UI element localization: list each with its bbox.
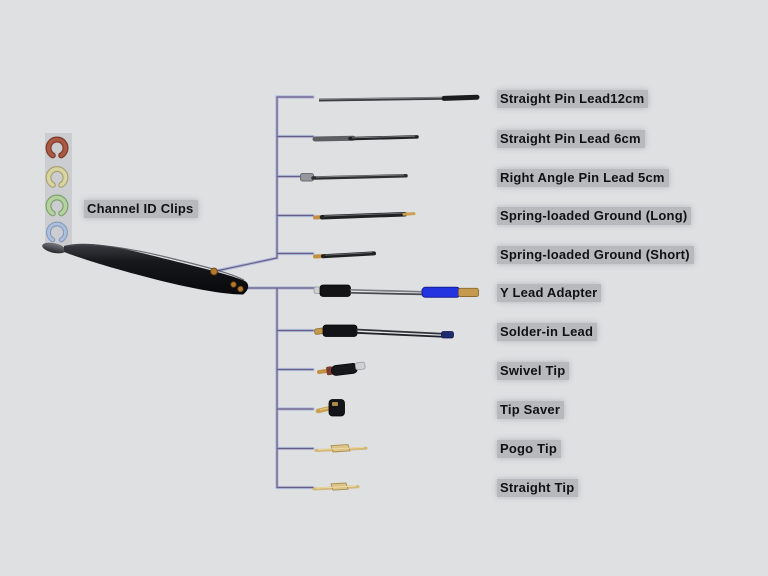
spring-loaded-ground-short-image xyxy=(313,251,376,259)
solder-in-lead-image xyxy=(314,324,454,339)
red-clip-icon xyxy=(45,136,69,159)
label-right-angle-pin-lead-5cm: Right Angle Pin Lead 5cm xyxy=(497,168,669,187)
right-angle-pin-lead-5cm-image xyxy=(300,173,408,182)
label-tip-saver: Tip Saver xyxy=(497,400,565,419)
blue-clip-icon xyxy=(46,221,68,243)
label-spring-loaded-ground-long: Spring-loaded Ground (Long) xyxy=(497,206,692,225)
spring-loaded-ground-long-image xyxy=(313,211,416,220)
label-swivel-tip: Swivel Tip xyxy=(497,362,570,380)
y-lead-adapter-image xyxy=(313,284,479,298)
label-straight-pin-lead-6cm: Straight Pin Lead 6cm xyxy=(497,129,645,148)
straight-pin-lead-6cm-image xyxy=(312,135,419,142)
label-straight-tip: Straight Tip xyxy=(497,479,579,497)
label-solder-in-lead: Solder-in Lead xyxy=(497,322,598,341)
label-pogo-tip: Pogo Tip xyxy=(497,440,561,458)
pogo-tip-image xyxy=(314,444,368,453)
tip-saver-image xyxy=(315,399,345,417)
straight-tip-image xyxy=(312,482,360,491)
green-clip-icon xyxy=(45,194,69,217)
swivel-tip-image xyxy=(317,361,366,376)
straight-pin-lead-12cm-image xyxy=(318,94,480,102)
probe-image xyxy=(42,242,249,295)
channel-id-clips-label: Channel ID Clips xyxy=(84,200,198,218)
label-spring-loaded-ground-short: Spring-loaded Ground (Short) xyxy=(497,246,694,264)
label-y-lead-adapter: Y Lead Adapter xyxy=(497,284,602,302)
yellow-clip-icon xyxy=(45,166,69,188)
label-straight-pin-lead-12cm: Straight Pin Lead12cm xyxy=(497,90,649,108)
